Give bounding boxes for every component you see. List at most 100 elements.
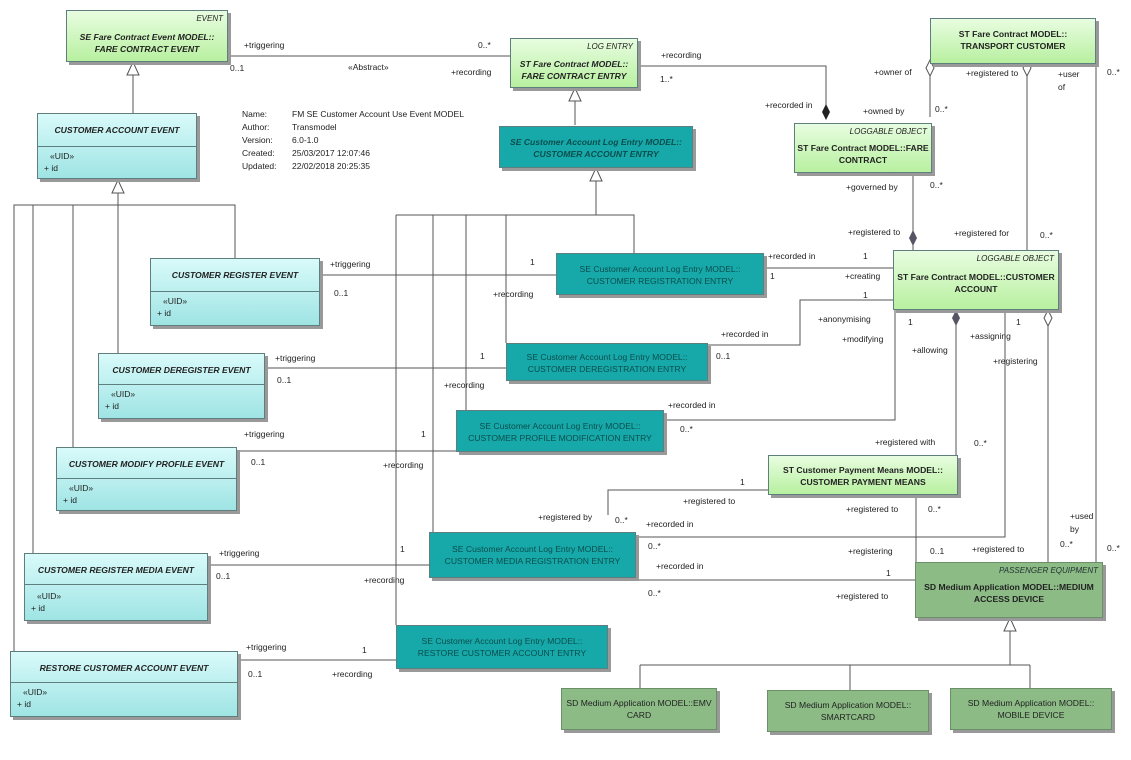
restore-customer-account-event-box[interactable]: RESTORE CUSTOMER ACCOUNT EVENT «UID» + i… (10, 651, 238, 717)
customer-media-registration-entry-box[interactable]: SE Customer Account Log Entry MODEL:: CU… (429, 532, 636, 578)
role-label: by (1070, 524, 1079, 534)
box-title: CARD (626, 710, 652, 720)
attribute-id: + id (31, 603, 45, 613)
customer-deregistration-entry-box[interactable]: SE Customer Account Log Entry MODEL:: CU… (506, 343, 708, 381)
multiplicity-label: 1 (886, 568, 891, 578)
note-key: Version: (242, 135, 273, 145)
box-title: ST Fare Contract MODEL:: (519, 59, 629, 69)
box-title: SE Customer Account Log Entry MODEL:: (479, 421, 641, 431)
attribute-id: + id (105, 401, 119, 411)
role-label: +recording (451, 67, 492, 77)
customer-register-media-event-box[interactable]: CUSTOMER REGISTER MEDIA EVENT «UID» + id (24, 553, 208, 621)
role-label: +recording (661, 50, 702, 60)
generalization-line (117, 193, 236, 258)
role-label: +triggering (244, 40, 285, 50)
box-title: CONTRACT (838, 155, 888, 165)
box-title: ACCOUNT (954, 284, 998, 294)
role-label: +governed by (846, 182, 898, 192)
customer-modify-profile-event-box[interactable]: CUSTOMER MODIFY PROFILE EVENT «UID» + id (56, 447, 237, 511)
diagram-notes: Name:FM SE Customer Account Use Event MO… (242, 108, 464, 173)
role-label: +registered to (836, 591, 889, 601)
generalization-line (639, 665, 1031, 690)
role-label: +registered with (875, 437, 936, 447)
role-label: +registered for (954, 228, 1010, 238)
customer-payment-means-box[interactable]: ST Customer Payment Means MODEL:: CUSTOM… (768, 455, 958, 495)
multiplicity-label: 0..1 (230, 63, 245, 73)
role-label: +registering (848, 546, 893, 556)
customer-account-entry-box[interactable]: SE Customer Account Log Entry MODEL:: CU… (499, 126, 693, 168)
multiplicity-label: 1 (480, 351, 485, 361)
attribute-id: + id (63, 495, 77, 505)
multiplicity-label: 1 (530, 257, 535, 267)
se-fare-contract-event-box[interactable]: EVENT SE Fare Contract Event MODEL:: FAR… (66, 10, 228, 62)
box-title: ST Fare Contract MODEL::CUSTOMER (897, 272, 1055, 282)
box-title: ST Fare Contract MODEL::FARE (797, 143, 929, 153)
association-line (708, 299, 893, 346)
box-title: CUSTOMER REGISTER EVENT (171, 270, 299, 280)
customer-profile-modification-entry-box[interactable]: SE Customer Account Log Entry MODEL:: CU… (456, 410, 664, 452)
smartcard-box[interactable]: SD Medium Application MODEL:: SMARTCARD (767, 690, 929, 732)
box-title: SE Customer Account Log Entry MODEL:: (579, 264, 741, 274)
stereotype: EVENT (196, 14, 223, 23)
box-title: SD Medium Application MODEL::MEDIUM (924, 582, 1094, 592)
emv-card-box[interactable]: SD Medium Application MODEL::EMV CARD (561, 688, 717, 730)
box-title: SE Fare Contract Event MODEL:: (79, 32, 215, 42)
box-title: CUSTOMER PROFILE MODIFICATION ENTRY (468, 433, 652, 443)
multiplicity-label: 1 (400, 544, 405, 554)
role-label: +registered by (538, 512, 593, 522)
aggregation-diamond (1022, 58, 1032, 78)
multiplicity-label: 0..* (615, 515, 628, 525)
association-line (607, 489, 768, 515)
multiplicity-label: 1 (1016, 317, 1021, 327)
generalization-arrow (589, 166, 603, 182)
role-label: +triggering (219, 548, 260, 558)
customer-register-event-box[interactable]: CUSTOMER REGISTER EVENT «UID» + id (150, 258, 320, 326)
note-key: Created: (242, 148, 275, 158)
fare-contract-entry-box[interactable]: LOG ENTRY ST Fare Contract MODEL:: FARE … (510, 38, 638, 88)
uid-stereotype: «UID» (163, 296, 188, 306)
attribute-id: + id (17, 699, 31, 709)
customer-deregister-event-box[interactable]: CUSTOMER DEREGISTER EVENT «UID» + id (98, 353, 265, 419)
box-title: SE Customer Account Log Entry MODEL:: (526, 352, 688, 362)
multiplicity-label: 0..* (648, 588, 661, 598)
note-key: Name: (242, 109, 268, 119)
multiplicity-label: 0..* (935, 104, 948, 114)
multiplicity-label: 0..* (928, 504, 941, 514)
fare-contract-box[interactable]: LOGGABLE OBJECT ST Fare Contract MODEL::… (794, 123, 932, 173)
generalization-arrow (1003, 616, 1017, 632)
transport-customer-box[interactable]: ST Fare Contract MODEL:: TRANSPORT CUSTO… (930, 18, 1096, 64)
mobile-device-box[interactable]: SD Medium Application MODEL:: MOBILE DEV… (950, 688, 1112, 730)
role-label: +registered to (846, 504, 899, 514)
composition-diamond (952, 310, 960, 326)
role-label: +user (1058, 69, 1080, 79)
box-title: SE Customer Account Log Entry MODEL:: (421, 636, 583, 646)
box-title: MOBILE DEVICE (997, 710, 1065, 720)
note-value: 6.0-1.0 (292, 135, 319, 145)
customer-registration-entry-box[interactable]: SE Customer Account Log Entry MODEL:: CU… (556, 253, 764, 295)
note-value: 25/03/2017 12:07:46 (292, 148, 370, 158)
multiplicity-label: 0..1 (216, 571, 231, 581)
box-title: CUSTOMER MEDIA REGISTRATION ENTRY (444, 556, 621, 566)
attribute-id: + id (157, 308, 171, 318)
role-label: +recorded in (765, 100, 813, 110)
box-title: FARE CONTRACT EVENT (94, 44, 200, 54)
role-label: +allowing (912, 345, 948, 355)
multiplicity-label: 0..* (648, 541, 661, 551)
composition-diamond (822, 104, 830, 120)
generalization-line (396, 214, 635, 253)
role-label: +registered to (848, 227, 901, 237)
box-title: ST Fare Contract MODEL:: (958, 29, 1068, 39)
aggregation-diamond (925, 58, 935, 78)
medium-access-device-box[interactable]: PASSENGER EQUIPMENT SD Medium Applicatio… (915, 562, 1103, 618)
customer-account-box[interactable]: LOGGABLE OBJECT ST Fare Contract MODEL::… (893, 250, 1059, 310)
box-title: CUSTOMER MODIFY PROFILE EVENT (68, 459, 225, 469)
stereotype: LOG ENTRY (587, 42, 633, 51)
multiplicity-label: 0..* (478, 40, 491, 50)
box-title: ACCESS DEVICE (973, 594, 1045, 604)
box-title: RESTORE CUSTOMER ACCOUNT EVENT (39, 663, 209, 673)
restore-customer-account-entry-box[interactable]: SE Customer Account Log Entry MODEL:: RE… (396, 625, 608, 669)
role-label: +owner of (874, 67, 912, 77)
customer-account-event-box[interactable]: CUSTOMER ACCOUNT EVENT «UID» + id (37, 113, 197, 179)
multiplicity-label: 0..* (1040, 230, 1053, 240)
